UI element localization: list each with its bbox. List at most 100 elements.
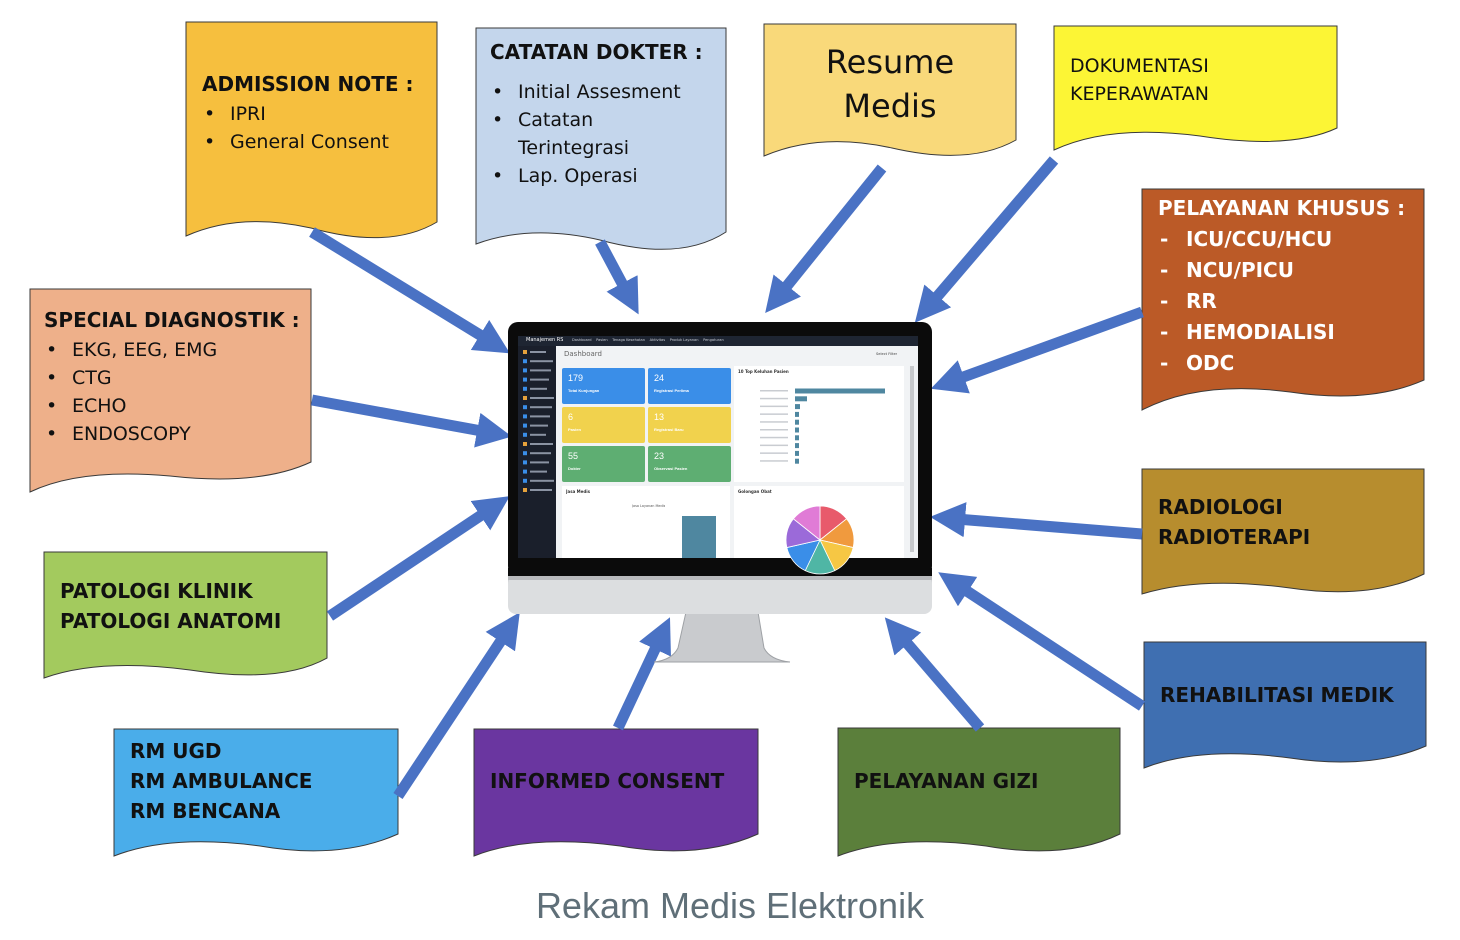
arrow-dokumentasi bbox=[914, 156, 1059, 323]
dokter-item: Initial Assesment bbox=[492, 78, 703, 106]
informed-line: INFORMED CONSENT bbox=[490, 769, 725, 793]
special-item: ECHO bbox=[46, 392, 300, 420]
radiologi-line: RADIOTERAPI bbox=[1158, 525, 1311, 549]
monitor-stand bbox=[653, 611, 791, 663]
informed-consent-text: INFORMED CONSENT bbox=[490, 766, 724, 796]
panel-top-complaints bbox=[734, 366, 904, 482]
jasa-legend: Jasa Layanan Medis bbox=[632, 504, 666, 508]
complaint-label bbox=[760, 397, 788, 400]
stat-value: 13 bbox=[654, 412, 665, 422]
arrow-resume bbox=[765, 164, 887, 313]
rm-text: RM UGD RM AMBULANCE RM BENCANA bbox=[130, 736, 312, 826]
sidebar-label bbox=[530, 387, 547, 390]
rm-ugd-box bbox=[113, 728, 399, 857]
panel-obat-title: Golongan Obat bbox=[738, 489, 772, 494]
arrow-patologi bbox=[326, 496, 510, 621]
jasa-bar bbox=[682, 516, 716, 558]
sidebar-icon bbox=[523, 414, 527, 419]
patologi-line: PATOLOGI ANATOMI bbox=[60, 609, 282, 633]
sidebar-icon bbox=[523, 488, 527, 492]
stat-tile[interactable]: 6 Pasien bbox=[562, 407, 645, 443]
sidebar-icon bbox=[523, 405, 527, 410]
sidebar-icon bbox=[523, 359, 527, 364]
screen-nav-item[interactable]: Tenaga Kesehatan bbox=[612, 338, 645, 342]
arrow-radiologi bbox=[929, 502, 1143, 540]
stat-tile[interactable]: 23 Observasi Pasien bbox=[648, 446, 731, 482]
dokumentasi-text: DOKUMENTASI KEPERAWATAN bbox=[1070, 52, 1209, 108]
panel-jasa-title: Jasa Medis bbox=[566, 489, 590, 494]
screen-nav-item[interactable]: Dashboard bbox=[572, 338, 592, 342]
stat-value: 24 bbox=[654, 373, 665, 383]
dokter-item: Terintegrasi bbox=[518, 137, 630, 159]
pelayanan-khusus-item: HEMODIALISI bbox=[1160, 317, 1405, 348]
pelayanan-khusus-text: PELAYANAN KHUSUS : ICU/CCU/HCU NCU/PICU … bbox=[1158, 196, 1405, 379]
arrow-rm bbox=[393, 612, 520, 800]
arrow-gizi bbox=[884, 617, 985, 732]
sidebar-label bbox=[530, 461, 549, 464]
screen-filter[interactable]: Select Filter bbox=[876, 352, 898, 356]
screen-topbar bbox=[518, 336, 918, 346]
complaint-label bbox=[760, 452, 788, 454]
sidebar-icon bbox=[523, 432, 527, 437]
sidebar-label bbox=[530, 443, 553, 445]
sidebar-items bbox=[523, 350, 554, 492]
golongan-pie bbox=[785, 505, 855, 575]
patologi-box bbox=[43, 551, 328, 679]
stat-label: Total Kunjungan bbox=[568, 388, 600, 393]
catatan-dokter-text: CATATAN DOKTER : Initial Assesment Catat… bbox=[490, 40, 703, 190]
patologi-text: PATOLOGI KLINIK PATOLOGI ANATOMI bbox=[60, 576, 281, 636]
admission-note-text: ADMISSION NOTE : IPRI General Consent bbox=[202, 72, 413, 156]
pelayanan-khusus-title: PELAYANAN KHUSUS : bbox=[1158, 196, 1406, 220]
complaint-bar bbox=[795, 404, 800, 410]
sidebar-label bbox=[530, 360, 553, 363]
special-diagnostik-text: SPECIAL DIAGNOSTIK : EKG, EEG, EMG CTG E… bbox=[44, 308, 300, 448]
stat-tile[interactable]: 13 Registrasi Baru bbox=[648, 407, 731, 443]
complaint-bar bbox=[795, 396, 807, 402]
complaint-label bbox=[760, 436, 788, 439]
complaint-bar bbox=[795, 435, 799, 441]
screen-nav-item[interactable]: Pasien bbox=[596, 338, 608, 342]
sidebar-label bbox=[530, 489, 552, 491]
stat-tile[interactable]: 24 Registrasi Perlima bbox=[648, 368, 731, 404]
special-title: SPECIAL DIAGNOSTIK : bbox=[44, 308, 300, 332]
arrows bbox=[309, 156, 1146, 800]
complaint-label bbox=[760, 405, 788, 408]
sidebar-label bbox=[530, 424, 548, 427]
special-item: ENDOSCOPY bbox=[46, 420, 300, 448]
sidebar-icon bbox=[523, 386, 527, 391]
complaint-label bbox=[760, 421, 788, 423]
radiologi-line: RADIOLOGI bbox=[1158, 495, 1283, 519]
screen-nav-item[interactable]: Aktivitas bbox=[649, 338, 666, 342]
screen-nav-item[interactable]: Pengaturan bbox=[703, 338, 724, 342]
rehabilitasi-text: REHABILITASI MEDIK bbox=[1160, 680, 1394, 710]
stat-label: Pasien bbox=[568, 427, 581, 432]
dokter-item: Catatan bbox=[492, 106, 703, 134]
rehabilitasi-medik-box bbox=[1143, 641, 1427, 769]
admission-item: General Consent bbox=[204, 128, 413, 156]
pie-slice bbox=[792, 505, 821, 541]
sidebar-icon bbox=[523, 423, 527, 428]
stat-value: 179 bbox=[568, 373, 584, 383]
complaint-bars bbox=[760, 388, 885, 464]
sidebar-label bbox=[530, 378, 549, 381]
special-item: CTG bbox=[46, 364, 300, 392]
sidebar-icon bbox=[523, 469, 527, 474]
screen-app-title: Manajemen RS bbox=[526, 337, 564, 343]
arrow-dokter bbox=[595, 239, 639, 315]
panel-top-title: 10 Top Keluhan Pasien bbox=[738, 369, 789, 374]
pelayanan-gizi-text: PELAYANAN GIZI bbox=[854, 766, 1038, 796]
sidebar-label bbox=[530, 452, 551, 455]
sidebar-icon bbox=[523, 377, 527, 382]
screen-nav-item[interactable]: Produk Layanan bbox=[669, 338, 699, 342]
stat-tile[interactable]: 55 Dokter bbox=[562, 446, 645, 482]
resume-medis-text: Resume Medis bbox=[764, 40, 1016, 128]
complaint-label bbox=[760, 390, 788, 392]
scrollbar[interactable] bbox=[910, 366, 914, 552]
admission-item: IPRI bbox=[204, 100, 413, 128]
arrow-admission bbox=[309, 227, 511, 354]
stat-tile[interactable]: 179 Total Kunjungan bbox=[562, 368, 645, 404]
sidebar-icon bbox=[523, 460, 527, 465]
dokumentasi-line: DOKUMENTASI bbox=[1070, 55, 1209, 77]
arrow-informed bbox=[613, 617, 671, 731]
stat-label: Registrasi Perlima bbox=[654, 388, 689, 393]
